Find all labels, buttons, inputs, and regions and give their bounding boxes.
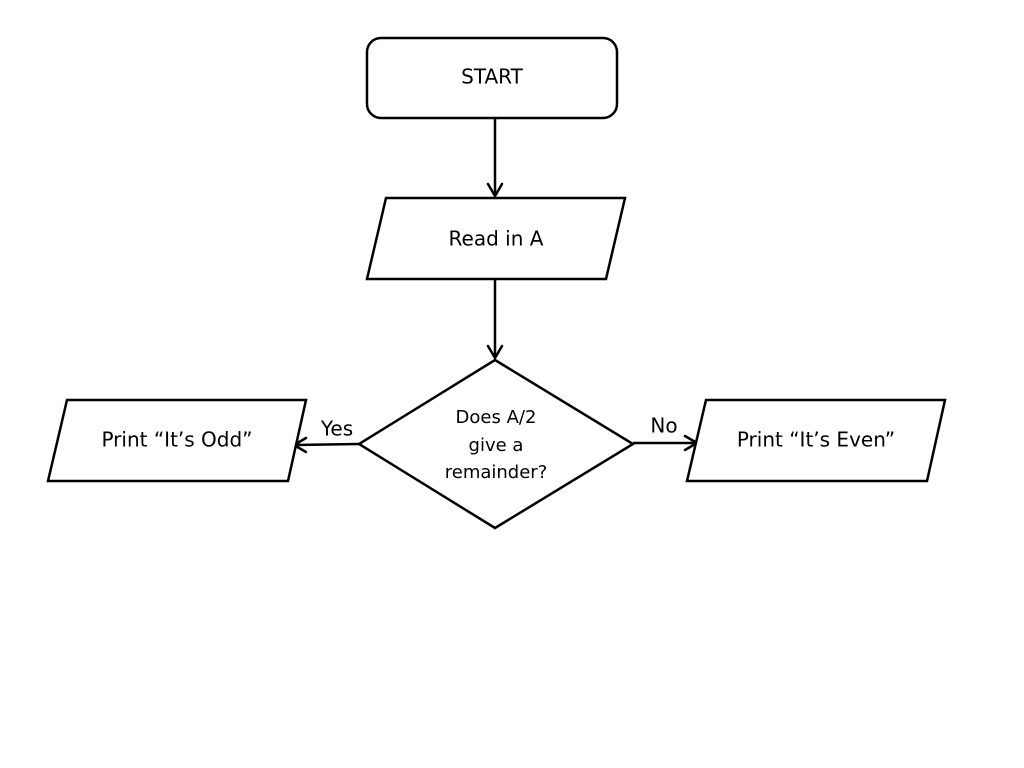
start-label: START [461, 65, 523, 89]
input-parallelogram-shape [365, 196, 627, 281]
read-label: Read in A [449, 227, 544, 251]
arrow-read-to-decision [486, 279, 504, 360]
arrowhead [486, 344, 504, 360]
print-even-node: Print “It’s Even” [685, 398, 947, 483]
output-parallelogram-shape [46, 398, 308, 483]
print-odd-label: Print “It’s Odd” [101, 428, 252, 452]
decision-label-line-2: give a [469, 435, 524, 456]
arrowhead [486, 182, 504, 198]
arrow-decision-to-even: No [633, 414, 699, 452]
decision-diamond-shape [356, 358, 636, 530]
output-parallelogram-shape [685, 398, 947, 483]
decision-label-line-1: Does A/2 [456, 407, 537, 428]
connector-line [293, 442, 360, 447]
arrow-decision-to-odd: Yes [292, 417, 360, 454]
read-input-node: Read in A [365, 196, 627, 281]
start-node: START [365, 36, 619, 120]
yes-edge-label: Yes [320, 417, 353, 441]
print-even-label: Print “It’s Even” [737, 428, 895, 452]
no-edge-label: No [650, 414, 677, 438]
arrow-start-to-read [486, 118, 504, 198]
decision-label-line-3: remainder? [445, 462, 548, 483]
decision-node: Does A/2 give a remainder? [356, 358, 636, 530]
print-odd-node: Print “It’s Odd” [46, 398, 308, 483]
start-terminator-shape [365, 36, 619, 120]
